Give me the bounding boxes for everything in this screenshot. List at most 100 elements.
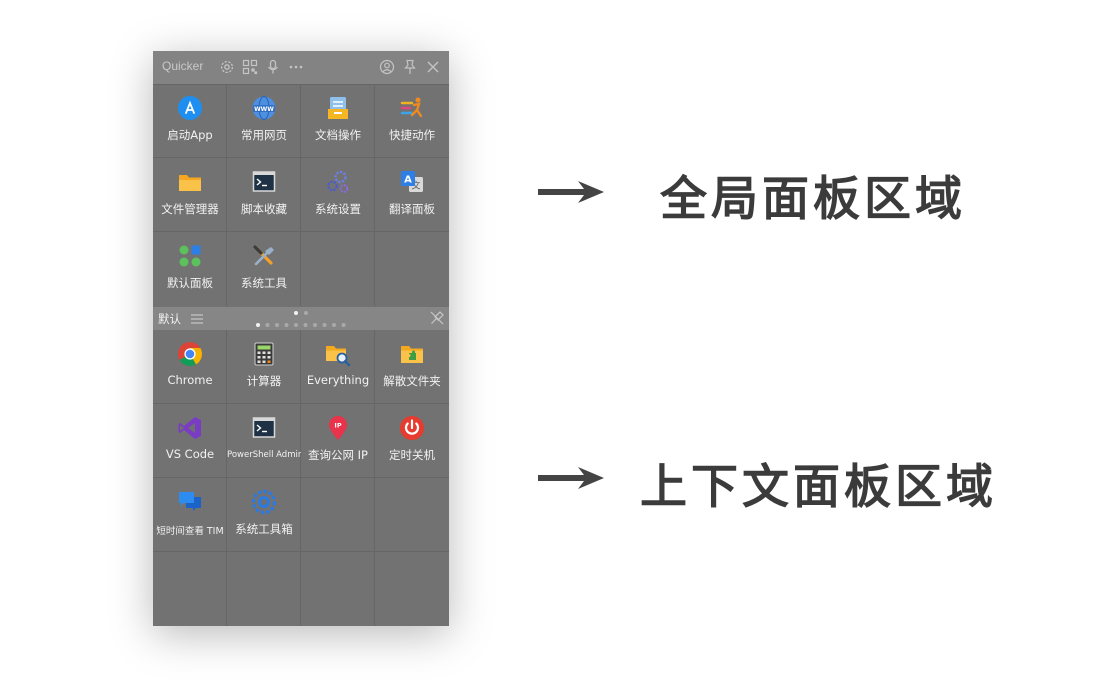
- app-store-icon: [177, 95, 203, 121]
- context-item-everything[interactable]: Everything: [301, 330, 375, 404]
- context-item-scheduled-shutdown[interactable]: 定时关机: [375, 404, 449, 478]
- terminal-icon: [251, 169, 277, 195]
- microphone-icon[interactable]: [265, 59, 281, 75]
- context-item-query-public-ip[interactable]: IP 查询公网 IP: [301, 404, 375, 478]
- item-label: 常用网页: [241, 128, 287, 142]
- context-item-calculator[interactable]: 计算器: [227, 330, 301, 404]
- item-label: 默认面板: [167, 276, 213, 290]
- item-label: 短时间查看 TIM: [156, 526, 224, 537]
- folder-puzzle-icon: [399, 341, 425, 367]
- page-dot[interactable]: [265, 323, 270, 327]
- item-label: 脚本收藏: [241, 202, 287, 216]
- svg-text:文: 文: [411, 180, 420, 192]
- context-item-chrome[interactable]: Chrome: [153, 330, 227, 404]
- global-item-file-manager[interactable]: 文件管理器: [153, 158, 227, 232]
- item-label: VS Code: [165, 447, 215, 461]
- item-label: 解散文件夹: [383, 374, 441, 388]
- item-label: 快捷动作: [389, 128, 435, 142]
- item-label: PowerShell Admin: [227, 450, 301, 460]
- context-header-bar[interactable]: 默认: [153, 307, 449, 330]
- item-label: 系统工具: [241, 276, 287, 290]
- app-brand: Quicker: [162, 59, 204, 73]
- global-empty-slot[interactable]: [301, 232, 375, 306]
- context-empty-slot[interactable]: [301, 552, 375, 626]
- global-item-launch-app[interactable]: 启动App: [153, 84, 227, 158]
- tools-icon: [251, 243, 277, 269]
- more-icon[interactable]: [288, 59, 304, 75]
- www-globe-icon: WWW: [251, 95, 277, 121]
- item-label: Everything: [306, 373, 370, 387]
- page-dot[interactable]: [284, 323, 289, 327]
- ip-location-icon: IP: [325, 415, 351, 441]
- settings-tools-icon[interactable]: [429, 310, 445, 326]
- user-circle-icon[interactable]: [379, 59, 395, 75]
- global-item-system-tools[interactable]: 系统工具: [227, 232, 301, 306]
- page-dot[interactable]: [275, 323, 279, 327]
- item-label: 启动App: [167, 128, 213, 142]
- global-panel-grid: 启动App WWW 常用网页 文档操作 快捷动作 文件管理器: [153, 84, 449, 307]
- item-label: Chrome: [167, 373, 213, 387]
- search-folder-icon: [325, 341, 351, 367]
- page-dot[interactable]: [322, 323, 327, 327]
- svg-text:IP: IP: [334, 422, 341, 430]
- close-icon[interactable]: [425, 59, 441, 75]
- item-label: 文档操作: [315, 128, 361, 142]
- pin-icon[interactable]: [402, 59, 418, 75]
- context-item-powershell-admin[interactable]: PowerShell Admin: [227, 404, 301, 478]
- arrow-right-icon: [538, 181, 604, 203]
- page-dot-active[interactable]: [256, 323, 260, 327]
- page-dot-active[interactable]: [294, 311, 298, 315]
- context-item-tim-quick-view[interactable]: 短时间查看 TIM: [153, 478, 227, 552]
- context-empty-slot[interactable]: [375, 552, 449, 626]
- item-label: 查询公网 IP: [308, 448, 368, 462]
- powershell-icon: [251, 415, 277, 441]
- context-empty-slot[interactable]: [375, 478, 449, 552]
- item-label: 系统设置: [315, 202, 361, 216]
- context-item-system-toolbox[interactable]: 系统工具箱: [227, 478, 301, 552]
- global-item-default-panel[interactable]: 默认面板: [153, 232, 227, 306]
- context-empty-slot[interactable]: [227, 552, 301, 626]
- page-dot[interactable]: [332, 323, 336, 327]
- chat-bubbles-icon: [177, 489, 203, 515]
- page-dot[interactable]: [303, 323, 308, 327]
- quick-action-icon: [399, 95, 425, 121]
- title-bar[interactable]: Quicker: [153, 51, 449, 85]
- global-item-document-ops[interactable]: 文档操作: [301, 84, 375, 158]
- gears-icon: [325, 169, 351, 195]
- gear-icon[interactable]: [219, 59, 235, 75]
- context-item-dissolve-folder[interactable]: 解散文件夹: [375, 330, 449, 404]
- context-panel-grid: Chrome 计算器 Everything 解散文件夹 VS Code: [153, 330, 449, 626]
- global-panel-annotation: 全局面板区域: [660, 172, 966, 227]
- vs-code-icon: [177, 415, 203, 441]
- arrow-right-icon: [538, 467, 604, 489]
- svg-text:WWW: WWW: [254, 106, 274, 113]
- context-empty-slot[interactable]: [153, 552, 227, 626]
- item-label: 文件管理器: [161, 202, 219, 216]
- context-empty-slot[interactable]: [301, 478, 375, 552]
- quicker-panel: Quicker 启动App: [153, 51, 449, 626]
- item-label: 系统工具箱: [235, 522, 293, 536]
- global-item-quick-actions[interactable]: 快捷动作: [375, 84, 449, 158]
- qr-code-icon[interactable]: [242, 59, 258, 75]
- page-dot[interactable]: [341, 323, 346, 327]
- page-dot[interactable]: [294, 323, 298, 327]
- menu-icon[interactable]: [190, 311, 204, 325]
- item-label: 计算器: [246, 374, 282, 388]
- toolbox-gear-icon: [251, 489, 277, 515]
- document-icon: [325, 95, 351, 121]
- global-item-system-settings[interactable]: 系统设置: [301, 158, 375, 232]
- global-empty-slot[interactable]: [375, 232, 449, 306]
- global-item-script-favorites[interactable]: 脚本收藏: [227, 158, 301, 232]
- chrome-icon: [177, 341, 203, 367]
- context-item-vs-code[interactable]: VS Code: [153, 404, 227, 478]
- page-indicator[interactable]: [153, 307, 449, 330]
- page-dot[interactable]: [313, 323, 317, 327]
- folder-icon: [177, 169, 203, 195]
- context-panel-annotation: 上下文面板区域: [640, 460, 997, 515]
- page-dot[interactable]: [304, 311, 308, 315]
- global-item-common-web[interactable]: WWW 常用网页: [227, 84, 301, 158]
- item-label: 翻译面板: [389, 202, 435, 216]
- power-icon: [399, 415, 425, 441]
